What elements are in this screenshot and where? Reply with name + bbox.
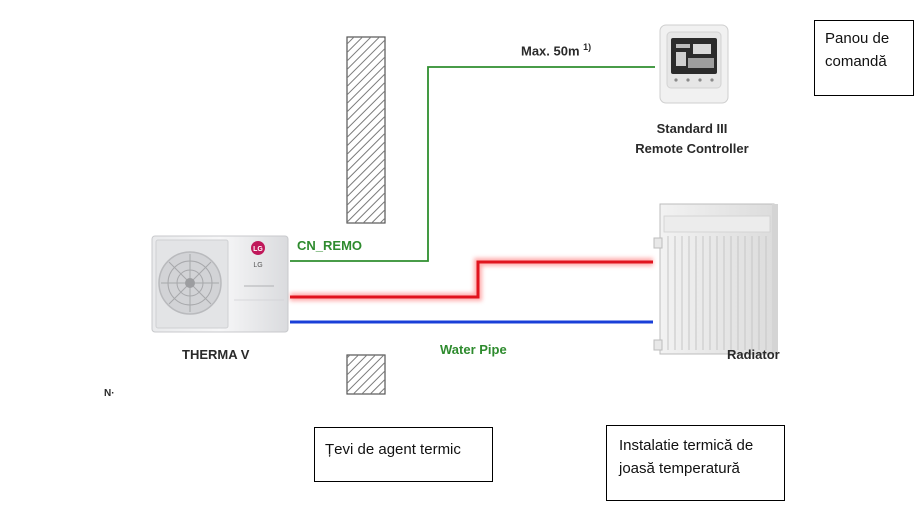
annotation-tevi-text: Țevi de agent termic bbox=[325, 441, 461, 458]
cable-length-text: Max. 50m bbox=[521, 43, 580, 59]
control-cable bbox=[290, 66, 655, 262]
wall-upper bbox=[346, 36, 386, 224]
heat-pump-unit-icon: LG LG bbox=[151, 235, 289, 333]
svg-text:LG: LG bbox=[253, 262, 262, 269]
controller-label-line1: Standard III bbox=[656, 121, 728, 136]
svg-text:LG: LG bbox=[253, 246, 263, 253]
controller-label: Standard III Remote Controller bbox=[628, 119, 756, 159]
annotation-tevi: Țevi de agent termic bbox=[314, 427, 493, 482]
connector-label: CN_REMO bbox=[297, 238, 363, 253]
pipe-label: Water Pipe bbox=[440, 342, 507, 357]
annotation-instalatie: Instalatie termică de joasă temperatură bbox=[606, 425, 785, 501]
truncated-note: N· bbox=[104, 388, 115, 396]
radiator-label: Radiator bbox=[727, 347, 780, 362]
cable-length-label: Max. 50m 1) bbox=[521, 42, 591, 58]
hot-water-pipe bbox=[290, 258, 653, 301]
annotation-panou: Panou de comandă bbox=[814, 20, 914, 96]
wall-lower bbox=[346, 354, 386, 395]
radiator-icon bbox=[653, 203, 778, 355]
annotation-panou-text: Panou de comandă bbox=[825, 30, 890, 70]
remote-controller-icon bbox=[659, 24, 729, 104]
annotation-instalatie-text: Instalatie termică de joasă temperatură bbox=[619, 437, 754, 477]
controller-label-line2: Remote Controller bbox=[635, 141, 749, 156]
unit-label: THERMA V bbox=[182, 347, 250, 362]
cable-footnote: 1) bbox=[583, 42, 592, 52]
